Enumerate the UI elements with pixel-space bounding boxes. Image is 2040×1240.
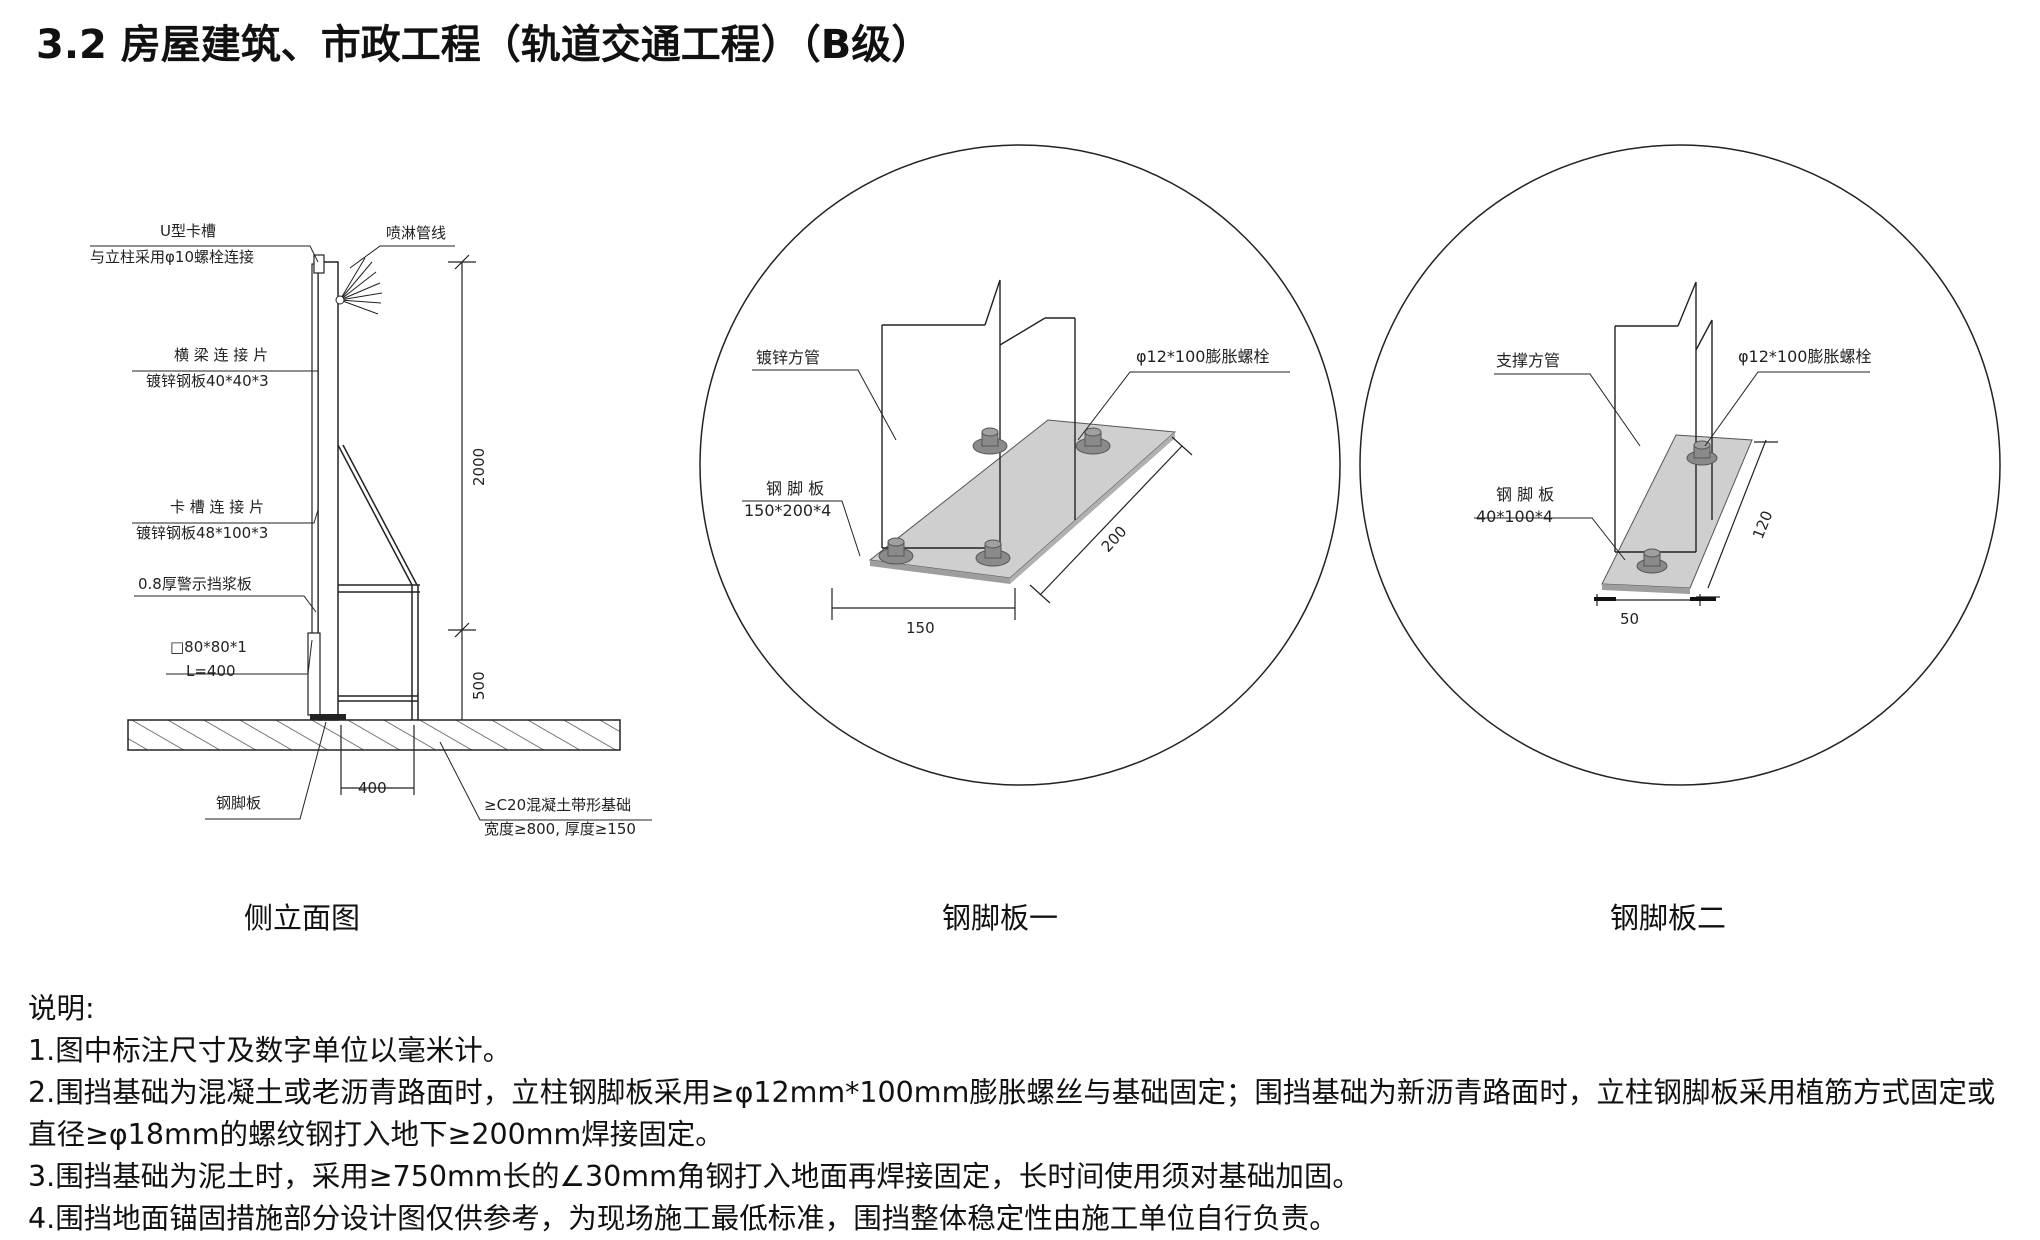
detail2-dim-mark-right	[1690, 597, 1716, 601]
spray-pipe	[335, 257, 383, 315]
concrete-foundation	[127, 719, 621, 751]
steel-post	[317, 261, 339, 721]
label-spray-pipe: 喷淋管线	[386, 224, 446, 242]
caption-detail-1: 钢脚板一	[941, 901, 1059, 935]
notes-section: 说明: 1.图中标注尺寸及数字单位以毫米计。 2.围挡基础为混凝土或老沥青路面时…	[28, 988, 2028, 1240]
width-dimension	[340, 725, 415, 795]
side-leaders	[90, 245, 652, 821]
detail1-circle	[699, 144, 1341, 786]
detail1-label-plate-spec: 150*200*4	[744, 501, 831, 520]
label-beam-plate: 横 梁 连 接 片	[174, 346, 268, 364]
detail2-label-plate-spec: 40*100*4	[1476, 507, 1553, 526]
detail1-dimensions	[831, 436, 1193, 620]
detail2-dimensions	[1596, 439, 1778, 606]
detail2-leaders	[1474, 371, 1870, 561]
note-item-3: 3.围挡基础为泥土时，采用≥750mm长的∠30mm角钢打入地面再焊接固定，长时…	[28, 1160, 1361, 1193]
dim-2000: 2000	[470, 448, 488, 486]
page-title: 3.2 房屋建筑、市政工程（轨道交通工程）（B级）	[36, 22, 932, 68]
detail2-plate-edge	[1602, 584, 1690, 594]
u-slot	[313, 254, 325, 274]
detail1-label-plate: 钢 脚 板	[766, 479, 824, 498]
detail1-bolts	[878, 427, 1111, 567]
label-tube-length: L=400	[186, 662, 236, 680]
note-item-2: 2.围挡基础为混凝土或老沥青路面时，立柱钢脚板采用≥φ12mm*100mm膨胀螺…	[28, 1076, 1996, 1109]
label-foundation: ≥C20混凝土带形基础	[484, 796, 631, 814]
detail1-plate-side	[1010, 432, 1175, 584]
dim-400: 400	[358, 779, 387, 797]
label-beam-plate-spec: 镀锌钢板40*40*3	[146, 372, 269, 390]
detail1-plate	[868, 419, 1177, 579]
notes-heading: 说明:	[28, 992, 95, 1025]
fence-panel	[311, 263, 319, 637]
note-item-2-cont: 直径≥φ18mm的螺纹钢打入地下≥200mm焊接固定。	[28, 1118, 724, 1151]
note-item-1: 1.图中标注尺寸及数字单位以毫米计。	[28, 1034, 512, 1067]
detail2-dim-120: 120	[1749, 508, 1776, 541]
detail2-plate	[1601, 434, 1753, 589]
foot-plate	[310, 714, 346, 720]
dim-500: 500	[470, 671, 488, 700]
detail1-label-tube: 镀锌方管	[756, 348, 820, 367]
detail1-label-bolt: φ12*100膨胀螺栓	[1136, 347, 1269, 366]
detail1-plate-edge	[870, 560, 1010, 584]
detail1-dim-150: 150	[906, 619, 935, 637]
detail2-bolts	[1636, 440, 1718, 574]
detail2-label-plate: 钢 脚 板	[1496, 485, 1554, 504]
brace-frame	[337, 444, 420, 720]
label-foundation-spec: 宽度≥800, 厚度≥150	[484, 820, 636, 838]
label-tube: □80*80*1	[170, 638, 247, 656]
side-elevation: 2000 500 400 U型卡槽 与立柱采用φ10螺栓连接 喷淋管线 横 梁 …	[90, 222, 652, 838]
detail2-dim-50: 50	[1620, 610, 1639, 628]
label-u-slot: U型卡槽	[160, 222, 216, 240]
label-u-slot-note: 与立柱采用φ10螺栓连接	[90, 248, 254, 266]
label-slot-plate: 卡 槽 连 接 片	[170, 498, 264, 516]
detail2-dim-mark-left	[1594, 597, 1616, 601]
detail1-tube	[881, 279, 1076, 549]
detail1-leaders	[742, 369, 1290, 557]
detail-foot-plate-2: 50 120 支撑方管 φ12*100膨胀螺栓 钢 脚 板 40*100*4	[1359, 144, 2001, 786]
detail-foot-plate-1: 150 200 镀锌方管 φ12*100膨胀螺栓 钢 脚 板 150*200*4	[699, 144, 1341, 786]
mud-board	[307, 632, 321, 716]
caption-side-view: 侧立面图	[243, 901, 361, 935]
caption-detail-2: 钢脚板二	[1609, 901, 1727, 935]
detail2-label-bolt: φ12*100膨胀螺栓	[1738, 347, 1871, 366]
label-slot-plate-spec: 镀锌钢板48*100*3	[136, 524, 268, 542]
label-mud-board: 0.8厚警示挡浆板	[138, 575, 252, 593]
label-foot-plate: 钢脚板	[216, 794, 261, 812]
height-dimension	[448, 254, 476, 720]
note-item-4: 4.围挡地面锚固措施部分设计图仅供参考，为现场施工最低标准，围挡整体稳定性由施工…	[28, 1202, 1338, 1235]
detail2-label-tube: 支撑方管	[1496, 351, 1560, 370]
detail2-circle	[1359, 144, 2001, 786]
detail1-dim-200: 200	[1098, 523, 1131, 556]
